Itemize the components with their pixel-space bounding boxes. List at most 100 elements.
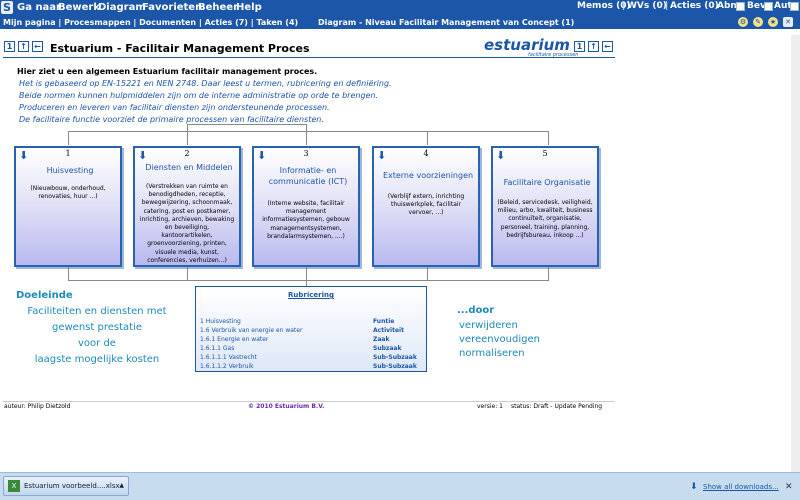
close-downloads-icon[interactable]: ✕ bbox=[785, 482, 793, 492]
box-title: Externe voorzieningen bbox=[382, 171, 474, 180]
process-box-4[interactable]: ⬇ 4 Externe voorzieningen (Verblijf exte… bbox=[372, 146, 480, 267]
download-item[interactable]: X Estuarium voorbeeld....xlsx ▲ bbox=[3, 476, 129, 496]
box-body: (Verblijf extern, inrichting thuiswerkpl… bbox=[387, 193, 465, 217]
intro-heading: Hier ziet u een algemeen Estuarium facil… bbox=[17, 67, 318, 76]
box-title: Facilitaire Organisatie bbox=[503, 178, 591, 187]
rubric-row-left: 1.6.1.1.2 Verbruik bbox=[200, 363, 254, 370]
down-arrow-icon[interactable]: ⬇ bbox=[377, 149, 387, 162]
rubric-row-left: 1 Huisvesting bbox=[200, 318, 241, 325]
up-arrow-icon-right[interactable]: ↑ bbox=[588, 41, 599, 52]
rubric-row-right: Subzaak bbox=[373, 345, 402, 352]
box-title: Huisvesting bbox=[46, 166, 94, 175]
nav-links[interactable]: Mijn pagina | Procesmappen | Documenten … bbox=[3, 18, 299, 27]
rubric-row-right: Zaak bbox=[373, 336, 390, 343]
rubric-row-right: Funtie bbox=[373, 318, 395, 325]
bev-checkbox[interactable] bbox=[764, 2, 773, 11]
tools-icon[interactable]: ✎ bbox=[753, 17, 763, 27]
box-body: (Nieuwbouw, onderhoud, renovaties, huur … bbox=[30, 185, 106, 201]
menu-bar: S Ga naar Bewerk Diagram Favorieten Behe… bbox=[0, 0, 800, 16]
nav-bar: Mijn pagina | Procesmappen | Documenten … bbox=[0, 16, 800, 29]
memos-link[interactable]: Memos (0) bbox=[577, 1, 631, 11]
doel-line: Faciliteiten en diensten met bbox=[27, 306, 167, 317]
rubricering-box[interactable]: Rubricering 1 Huisvesting Funtie 1.6 Ver… bbox=[195, 286, 427, 372]
box-body: (Interne website, facilitair management … bbox=[262, 200, 350, 240]
aut-label: Aut bbox=[774, 1, 792, 11]
box-number: 1 bbox=[65, 149, 71, 158]
rubric-row-left: 1.6.1.1 Gas bbox=[200, 345, 235, 352]
menu-bewerk[interactable]: Bewerk bbox=[58, 2, 101, 13]
box-number: 3 bbox=[303, 149, 309, 158]
chevron-up-icon[interactable]: ▲ bbox=[119, 482, 124, 489]
downloads-bar bbox=[0, 472, 800, 500]
menu-beheer[interactable]: Beheer bbox=[198, 2, 239, 13]
rubric-row-right: Activiteit bbox=[373, 327, 404, 334]
rubricering-heading[interactable]: Rubricering bbox=[288, 291, 334, 299]
door-line: vereenvoudigen bbox=[459, 334, 540, 345]
process-box-3[interactable]: ⬇ 3 Informatie- en communicatie (ICT) (I… bbox=[252, 146, 360, 267]
menu-help[interactable]: Help bbox=[236, 2, 262, 13]
intro-line: Het is gebaseerd op EN-15221 en NEN 2748… bbox=[19, 79, 392, 88]
brand-logo: estuarium bbox=[484, 36, 570, 54]
footer-copyright: © 2010 Estuarium B.V. bbox=[248, 403, 325, 410]
box-body: (Verstrekken van ruimte en benodigdheden… bbox=[139, 183, 235, 264]
footer-author: auteur: Philip Dietzold bbox=[4, 403, 71, 410]
down-arrow-icon[interactable]: ⬇ bbox=[138, 149, 148, 162]
download-icon: ⬇ bbox=[690, 482, 698, 492]
menu-favorieten[interactable]: Favorieten bbox=[142, 2, 203, 13]
process-box-1[interactable]: ⬇ 1 Huisvesting (Nieuwbouw, onderhoud, r… bbox=[14, 146, 122, 267]
doel-line: voor de bbox=[78, 338, 116, 349]
box-body: (Beleid, servicedesk, veiligheid, milieu… bbox=[497, 199, 593, 239]
brand-subtitle: facilitaire processen bbox=[528, 52, 579, 58]
doel-heading: Doeleinde bbox=[16, 290, 73, 301]
rubric-row-left: 1.6 Verbruik van energie en water bbox=[200, 327, 303, 334]
back-arrow-icon[interactable]: ← bbox=[32, 41, 43, 52]
down-arrow-icon[interactable]: ⬇ bbox=[19, 149, 29, 162]
close-icon[interactable]: ✕ bbox=[783, 17, 793, 27]
rubric-row-right: Sub-Subzaak bbox=[373, 354, 417, 361]
level-up-icon-right[interactable]: 1 bbox=[574, 41, 585, 52]
menu-diagram[interactable]: Diagram bbox=[98, 2, 146, 13]
scrollbar[interactable] bbox=[791, 35, 800, 472]
box-title: Diensten en Middelen bbox=[145, 163, 233, 172]
door-line: verwijderen bbox=[459, 320, 518, 331]
door-heading: ...door bbox=[457, 305, 495, 316]
header-rule bbox=[3, 57, 615, 58]
down-arrow-icon[interactable]: ⬇ bbox=[496, 149, 506, 162]
intro-line: Beide normen kunnen hulpmiddelen zijn om… bbox=[19, 91, 379, 100]
door-line: normaliseren bbox=[459, 348, 525, 359]
bottom-connector bbox=[68, 280, 549, 281]
box-number: 2 bbox=[184, 149, 190, 158]
top-connector bbox=[68, 131, 549, 132]
level-up-icon[interactable]: 1 bbox=[4, 41, 15, 52]
diagram-title: Diagram - Niveau Facilitair Management v… bbox=[318, 18, 575, 27]
back-arrow-icon-right[interactable]: ← bbox=[602, 41, 613, 52]
acties-link[interactable]: Acties (0) bbox=[670, 1, 719, 11]
rubric-row-right: Sub-Subzaak bbox=[373, 363, 417, 370]
footer-version: versie: 1 bbox=[477, 403, 503, 410]
footer-status: status: Draft - Update Pending bbox=[511, 403, 603, 410]
show-all-downloads-link[interactable]: Show all downloads... bbox=[703, 483, 779, 491]
doel-line: gewenst prestatie bbox=[52, 322, 142, 333]
box-number: 4 bbox=[423, 149, 429, 158]
page-title: Estuarium - Facilitair Management Proces bbox=[50, 42, 310, 55]
excel-file-icon: X bbox=[8, 480, 20, 492]
up-arrow-icon[interactable]: ↑ bbox=[18, 41, 29, 52]
doel-line: laagste mogelijke kosten bbox=[34, 354, 160, 365]
menu-ga-naar[interactable]: Ga naar bbox=[17, 2, 61, 13]
box-number: 5 bbox=[542, 149, 548, 158]
download-filename: Estuarium voorbeeld....xlsx bbox=[24, 482, 120, 490]
process-box-5[interactable]: ⬇ 5 Facilitaire Organisatie (Beleid, ser… bbox=[491, 146, 599, 267]
settings-icon[interactable]: ⚙ bbox=[738, 17, 748, 27]
down-arrow-icon[interactable]: ⬇ bbox=[257, 149, 267, 162]
box-title: Informatie- en communicatie (ICT) bbox=[268, 166, 348, 186]
aut-checkbox[interactable] bbox=[790, 2, 799, 11]
abn-label: Abn bbox=[717, 1, 737, 11]
process-box-2[interactable]: ⬇ 2 Diensten en Middelen (Verstrekken va… bbox=[133, 146, 241, 267]
abn-checkbox[interactable] bbox=[736, 2, 745, 11]
intro-line: De facilitaire functie voorziet de prima… bbox=[19, 115, 324, 124]
star-icon[interactable]: ★ bbox=[768, 17, 778, 27]
bev-label: Bev bbox=[747, 1, 766, 11]
app-logo-icon: S bbox=[1, 1, 13, 14]
wvs-link[interactable]: WVs (0) bbox=[627, 1, 667, 11]
